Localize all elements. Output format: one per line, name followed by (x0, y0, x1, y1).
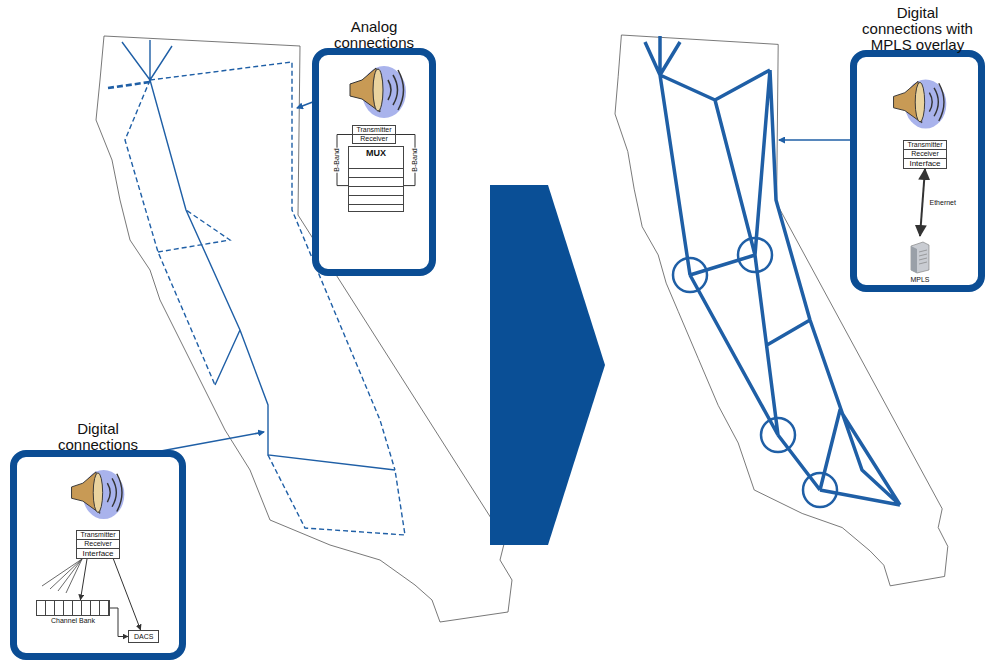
callout-heading: Digital connections (43, 421, 153, 453)
callout-heading: Analog connections (312, 19, 436, 51)
box-label: Receiver (77, 539, 119, 548)
box-label: DACS (129, 631, 158, 642)
transceiver-box: TransmitterReceiver (352, 125, 396, 144)
box-label: Transmitter (77, 531, 119, 539)
connector (110, 608, 128, 637)
box-label: Receiver (904, 149, 946, 158)
callout-box: Digital connectionsTransmitterReceiverIn… (10, 450, 186, 660)
interface-box: Interface (76, 548, 120, 559)
connector (920, 169, 925, 236)
box-label: Interface (904, 159, 946, 168)
callout-heading: Digital connections with MPLS overlay (859, 5, 977, 53)
dacs-box: DACS (128, 630, 159, 643)
speaker-icon (350, 66, 406, 118)
box-label: MPLS (910, 276, 929, 284)
server-icon (911, 242, 929, 273)
callout-box: Digital connections with MPLS overlayTra… (850, 50, 985, 292)
transition-arrow (490, 185, 605, 545)
callout-ground (850, 50, 985, 292)
box-label: Channel Bank (51, 617, 95, 625)
mpls-server: MPLS (899, 236, 941, 284)
callout-ground (312, 48, 436, 276)
edge-label: B-Band (411, 147, 419, 172)
channel-lines (42, 559, 82, 593)
mux-box: MUX (348, 146, 404, 212)
edge-label: Ethernet (929, 199, 957, 207)
speaker-icon (894, 79, 947, 128)
transceiver-box: TransmitterReceiver (903, 140, 947, 159)
box-label: Interface (77, 549, 119, 558)
box-label: Transmitter (353, 126, 395, 134)
interface-box: Interface (903, 158, 947, 169)
box-label: Transmitter (904, 141, 946, 149)
callout-ground (10, 450, 186, 660)
connector (113, 559, 140, 630)
channel-bank: Channel Bank (36, 600, 110, 616)
speaker-icon (72, 470, 125, 519)
box-label: MUX (349, 147, 403, 159)
transceiver-box: TransmitterReceiver (76, 530, 120, 549)
connector (80, 559, 87, 600)
edge-label: B-Band (333, 147, 341, 172)
box-label: Receiver (353, 134, 395, 143)
